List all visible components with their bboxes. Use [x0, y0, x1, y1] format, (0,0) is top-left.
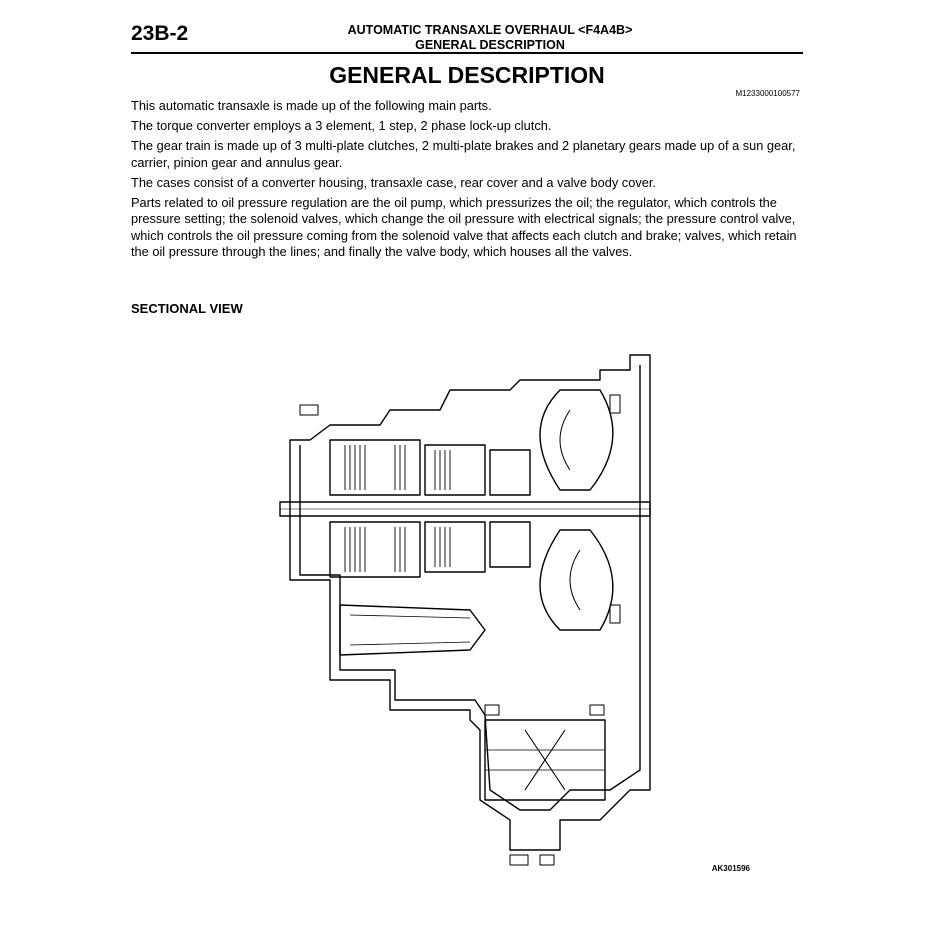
paragraph: The torque converter employs a 3 element… [131, 118, 552, 133]
output-gear [339, 604, 486, 656]
paragraph: The gear train is made up of 3 multi-pla… [131, 138, 796, 170]
page-number: 23B-2 [131, 22, 189, 45]
clutch-pack-upper [329, 439, 531, 496]
paragraph: Parts related to oil pressure regulation… [131, 194, 797, 260]
section-heading: SECTIONAL VIEW [131, 301, 243, 316]
paragraph: The cases consist of a converter housing… [131, 174, 656, 190]
main-title: GENERAL DESCRIPTION [329, 62, 605, 88]
paragraph: This automatic transaxle is made up of t… [131, 98, 492, 113]
sectional-view-diagram [279, 354, 651, 866]
torque-converter-lower [539, 529, 614, 631]
body-text: This automatic transaxle is made up of t… [131, 98, 801, 264]
header-title-line1: AUTOMATIC TRANSAXLE OVERHAUL <F4A4B> [347, 23, 633, 37]
document-id: M1233000100577 [735, 89, 800, 98]
header-title-line2: GENERAL DESCRIPTION [415, 38, 565, 52]
clutch-pack-lower [329, 521, 531, 578]
header-divider [131, 52, 803, 54]
header-title: AUTOMATIC TRANSAXLE OVERHAUL <F4A4B> GEN… [290, 23, 690, 53]
torque-converter-upper [539, 389, 614, 491]
housing-inner [299, 365, 641, 811]
figure-id: AK301596 [711, 864, 750, 873]
bolts [299, 394, 621, 866]
housing-outline [289, 354, 651, 851]
differential-gears [524, 729, 566, 791]
